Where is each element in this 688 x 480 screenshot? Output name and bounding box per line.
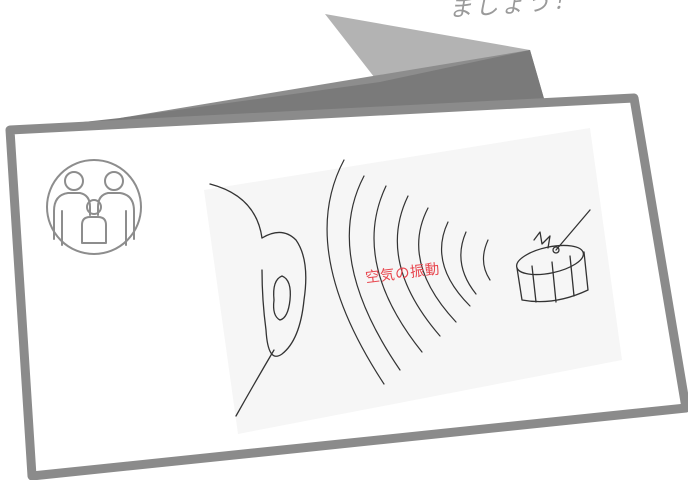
card (10, 98, 686, 476)
